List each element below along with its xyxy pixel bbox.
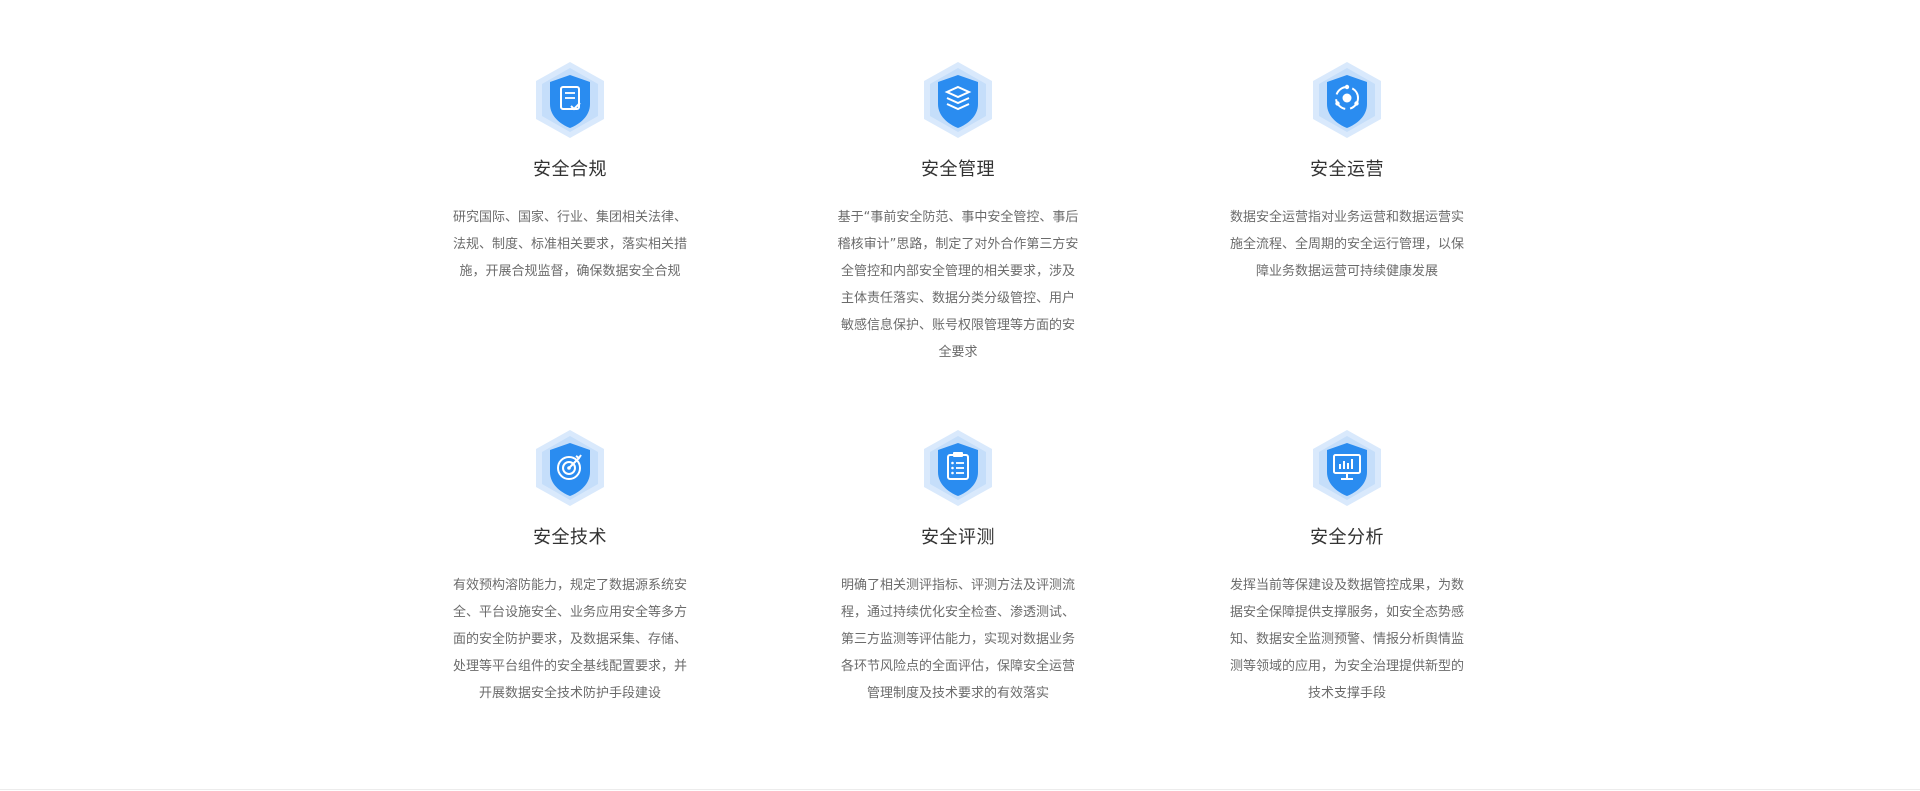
analytics-monitor-icon <box>1309 428 1385 508</box>
compliance-document-icon <box>532 60 608 140</box>
card-title: 安全运营 <box>1310 159 1384 180</box>
card-security-management: 安全管理 基于“事前安全防范、事中安全管控、事后稽核审计”思路，制定了对外合作第… <box>833 60 1083 366</box>
operation-cycle-icon <box>1309 60 1385 140</box>
card-description: 数据安全运营指对业务运营和数据运营实施全流程、全周期的安全运行管理，以保障业务数… <box>1229 210 1464 279</box>
section-divider <box>0 789 1920 790</box>
checklist-clipboard-icon <box>920 428 996 508</box>
target-icon <box>532 428 608 508</box>
card-security-operations: 安全运营 数据安全运营指对业务运营和数据运营实施全流程、全周期的安全运行管理，以… <box>1222 60 1472 285</box>
card-description: 基于“事前安全防范、事中安全管控、事后稽核审计”思路，制定了对外合作第三方安全管… <box>837 210 1079 360</box>
card-title: 安全评测 <box>921 527 995 548</box>
card-security-compliance: 安全合规 研究国际、国家、行业、集团相关法律、法规、制度、标准相关要求，落实相关… <box>445 60 695 285</box>
card-description: 研究国际、国家、行业、集团相关法律、法规、制度、标准相关要求，落实相关措施，开展… <box>452 210 687 279</box>
card-title: 安全技术 <box>533 527 607 548</box>
card-security-evaluation: 安全评测 明确了相关测评指标、评测方法及评测流程，通过持续优化安全检查、渗透测试… <box>833 428 1083 707</box>
card-description: 明确了相关测评指标、评测方法及评测流程，通过持续优化安全检查、渗透测试、第三方监… <box>840 578 1075 701</box>
card-description: 发挥当前等保建设及数据管控成果，为数据安全保障提供支撑服务，如安全态势感知、数据… <box>1229 578 1464 701</box>
card-security-analysis: 安全分析 发挥当前等保建设及数据管控成果，为数据安全保障提供支撑服务，如安全态势… <box>1222 428 1472 707</box>
card-description: 有效预构溶防能力，规定了数据源系统安全、平台设施安全、业务应用安全等多方面的安全… <box>452 578 687 701</box>
card-security-technology: 安全技术 有效预构溶防能力，规定了数据源系统安全、平台设施安全、业务应用安全等多… <box>445 428 695 707</box>
card-title: 安全分析 <box>1310 527 1384 548</box>
layers-icon <box>920 60 996 140</box>
card-title: 安全合规 <box>533 159 607 180</box>
card-title: 安全管理 <box>921 159 995 180</box>
